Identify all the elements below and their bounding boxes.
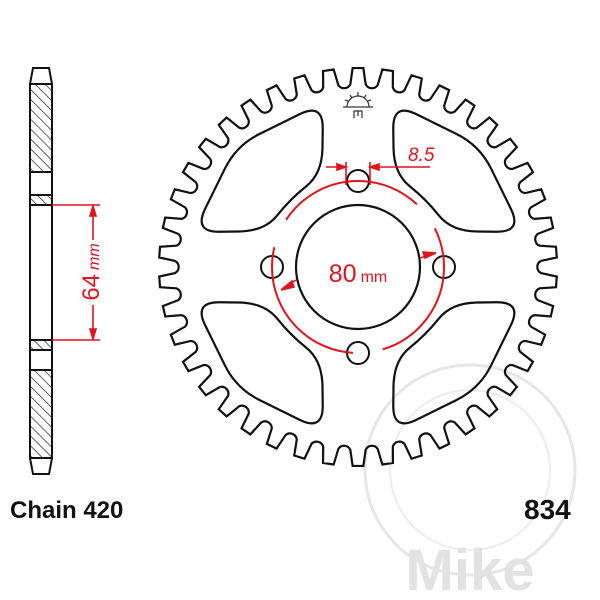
center-bore [294, 203, 422, 331]
chain-size-label: Chain 420 [10, 497, 124, 524]
hole-dimension [280, 162, 437, 291]
watermark: Mike [363, 363, 577, 600]
lightening-cutout [200, 109, 324, 233]
brand-logo-icon [343, 92, 373, 118]
bore-dimension-label: 64mm [78, 243, 105, 300]
bolt-circle-line [271, 180, 445, 354]
bore-dimension [52, 203, 100, 342]
lightening-cutout [200, 301, 324, 425]
side-profile [29, 67, 53, 475]
watermark-text: Mike [406, 538, 535, 600]
sprocket-teeth-outline [158, 66, 558, 468]
lightening-cutout [392, 109, 516, 233]
part-number: 834 [524, 494, 571, 525]
hole-dimension-label: 8.5 [408, 145, 435, 166]
lightening-cutout [392, 301, 516, 425]
